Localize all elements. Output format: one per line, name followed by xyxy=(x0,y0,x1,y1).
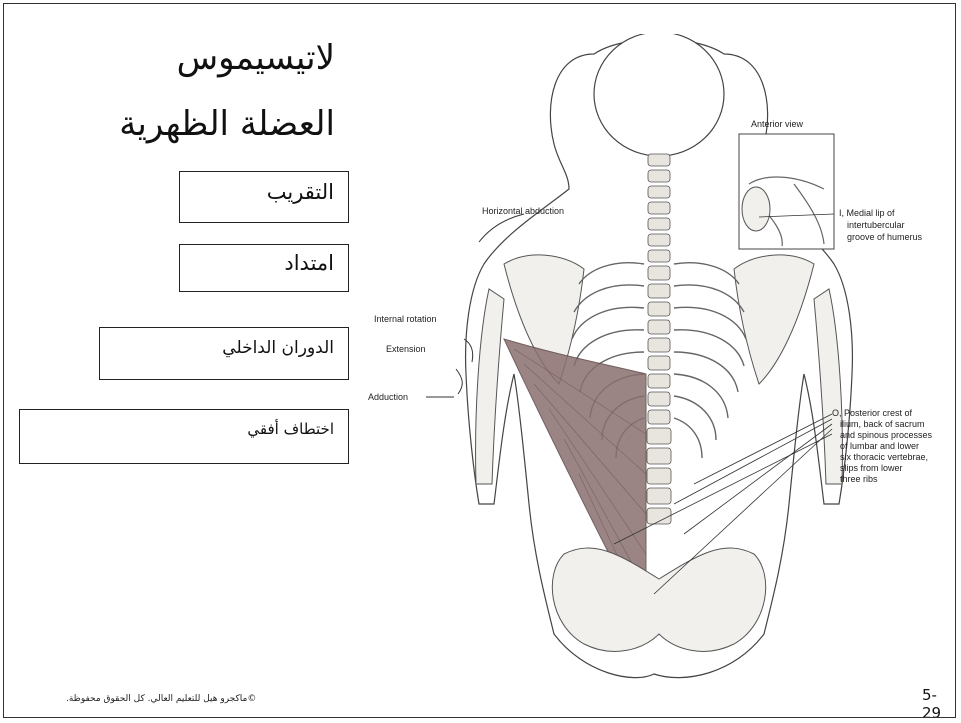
anterior-view-label: Anterior view xyxy=(751,119,804,129)
insertion-label-line2: intertubercular xyxy=(847,220,905,230)
extension-label: Extension xyxy=(386,344,426,354)
origin-label-line1: O, Posterior crest of xyxy=(832,408,913,418)
head xyxy=(594,34,724,156)
origin-label-line5: six thoracic vertebrae, xyxy=(840,452,928,462)
action-box-adduction: التقريب xyxy=(179,171,349,223)
spine xyxy=(647,154,671,524)
horizontal-abduction-label: Horizontal abduction xyxy=(482,206,564,216)
copyright-notice: ©ماكجرو هيل للتعليم العالي. كل الحقوق مح… xyxy=(66,694,256,704)
origin-label-line7: three ribs xyxy=(840,474,878,484)
insertion-label-line1: I, Medial lip of xyxy=(839,208,895,218)
slide-title-line2: العضلة الظهرية xyxy=(119,104,335,144)
slide-title-line1: لاتيسيموس xyxy=(177,38,335,78)
insertion-label-line3: groove of humerus xyxy=(847,232,923,242)
action-box-extension: امتداد xyxy=(179,244,349,292)
action-label: التقريب xyxy=(267,180,334,204)
action-label: الدوران الداخلي xyxy=(222,338,334,358)
action-box-internal-rotation: الدوران الداخلي xyxy=(99,327,349,380)
slide: لاتيسيموس العضلة الظهرية التقريب امتداد … xyxy=(3,3,956,718)
action-label: امتداد xyxy=(284,251,334,275)
adduction-label: Adduction xyxy=(368,392,408,402)
action-box-horizontal-abduction: اختطاف أفقي xyxy=(19,409,349,464)
latissimus-dorsi-illustration: Anterior view Horizontal abduction Inter… xyxy=(354,34,956,704)
action-label: اختطاف أفقي xyxy=(247,420,334,438)
page-number: 5-29 xyxy=(922,686,955,718)
origin-label-line3: and spinous processes xyxy=(840,430,933,440)
origin-label-line6: slips from lower xyxy=(840,463,903,473)
origin-label-line4: of lumbar and lower xyxy=(840,441,919,451)
origin-label-line2: ilium, back of sacrum xyxy=(840,419,925,429)
internal-rotation-label: Internal rotation xyxy=(374,314,437,324)
